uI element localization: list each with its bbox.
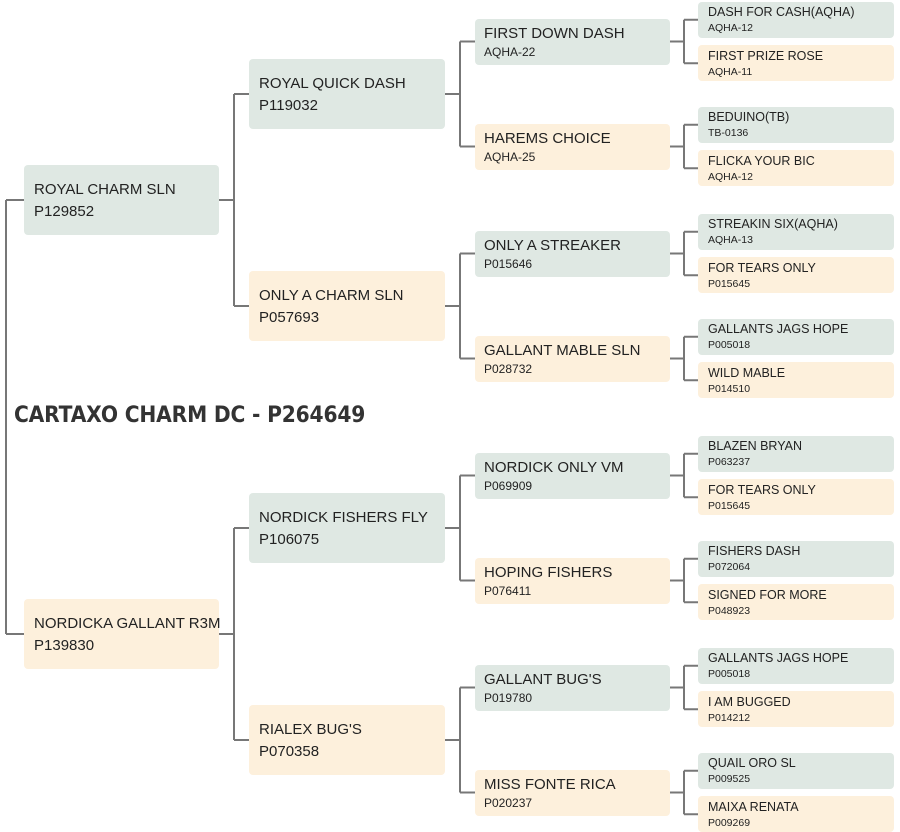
registration-code: P005018 xyxy=(708,668,751,681)
pedigree-node-dam-dam-dam-dam: MAIXA RENATA P009269 xyxy=(698,796,894,832)
horse-name: FLICKA YOUR BIC xyxy=(708,153,815,168)
horse-name: WILD MABLE xyxy=(708,365,786,380)
registration-code: P015645 xyxy=(708,499,751,512)
pedigree-node-dam-sire-sire-sire: BLAZEN BRYAN P063237 xyxy=(698,435,894,472)
registration-code: P019780 xyxy=(484,690,533,705)
horse-name: SIGNED FOR MORE xyxy=(708,587,827,602)
pedigree-node-sire-sire-sire: FIRST DOWN DASH AQHA-22 xyxy=(475,18,670,65)
pedigree-node-dam-sire: NORDICK FISHERS FLY P106075 xyxy=(249,493,445,563)
registration-code: P057693 xyxy=(259,308,320,326)
horse-name: GALLANT MABLE SLN xyxy=(484,341,641,359)
pedigree-node-dam-dam-dam: MISS FONTE RICA P020237 xyxy=(475,769,670,816)
pedigree-node-sire-dam-dam-sire: GALLANTS JAGS HOPE P005018 xyxy=(698,318,894,355)
horse-name: QUAIL ORO SL xyxy=(708,756,796,771)
pedigree-node-dam: NORDICKA GALLANT R3M P139830 xyxy=(24,599,221,669)
pedigree-node-sire: ROYAL CHARM SLN P129852 xyxy=(24,165,219,235)
pedigree-node-dam-dam-sire-dam: I AM BUGGED P014212 xyxy=(698,691,894,728)
horse-name: NORDICK FISHERS FLY xyxy=(259,508,428,526)
pedigree-node-dam-sire-dam-sire: FISHERS DASH P072064 xyxy=(698,540,894,577)
registration-code: P070358 xyxy=(259,742,320,760)
pedigree-node-sire-sire-sire-sire: DASH FOR CASH(AQHA) AQHA-12 xyxy=(698,1,894,38)
horse-name: BLAZEN BRYAN xyxy=(708,439,803,454)
pedigree-node-sire-dam-sire-sire: STREAKIN SIX(AQHA) AQHA-13 xyxy=(698,213,894,250)
horse-name: FISHERS DASH xyxy=(708,544,801,559)
horse-name: RIALEX BUG'S xyxy=(259,720,362,738)
pedigree-node-dam-dam: RIALEX BUG'S P070358 xyxy=(249,705,445,775)
horse-name: MAIXA RENATA xyxy=(708,799,799,814)
registration-code: P139830 xyxy=(34,636,95,654)
pedigree-node-sire-dam-dam-dam: WILD MABLE P014510 xyxy=(698,362,894,399)
horse-name: STREAKIN SIX(AQHA) xyxy=(708,217,838,232)
registration-code: P014212 xyxy=(708,711,751,724)
pedigree-node-sire-dam: ONLY A CHARM SLN P057693 xyxy=(249,271,445,341)
horse-name: ROYAL QUICK DASH xyxy=(259,74,406,92)
registration-code: P015646 xyxy=(484,256,533,271)
registration-code: P009525 xyxy=(708,773,751,786)
registration-code: P028732 xyxy=(484,361,533,376)
registration-code: AQHA-11 xyxy=(708,65,753,78)
pedigree-node-dam-sire-dam-dam: SIGNED FOR MORE P048923 xyxy=(698,584,894,621)
registration-code: P063237 xyxy=(708,456,751,469)
registration-code: AQHA-22 xyxy=(484,44,536,59)
horse-name: FIRST PRIZE ROSE xyxy=(708,48,824,63)
pedigree-node-sire-sire-dam-sire: BEDUINO(TB) TB-0136 xyxy=(698,106,894,143)
pedigree-node-dam-dam-sire: GALLANT BUG'S P019780 xyxy=(475,664,670,711)
pedigree-node-sire-sire-dam-dam: FLICKA YOUR BIC AQHA-12 xyxy=(698,150,894,187)
horse-name: BEDUINO(TB) xyxy=(708,110,790,125)
pedigree-node-sire-dam-sire-dam: FOR TEARS ONLY P015645 xyxy=(698,257,894,294)
registration-code: P076411 xyxy=(484,583,532,598)
horse-name: FIRST DOWN DASH xyxy=(484,24,625,42)
horse-name: FOR TEARS ONLY xyxy=(708,482,816,497)
horse-name: HAREMS CHOICE xyxy=(484,129,611,147)
pedigree-title: CARTAXO CHARM DC - P264649 xyxy=(14,403,366,428)
horse-name: GALLANTS JAGS HOPE xyxy=(708,651,849,666)
registration-code: AQHA-12 xyxy=(708,170,753,183)
registration-code: AQHA-13 xyxy=(708,234,753,247)
pedigree-node-dam-sire-sire-dam: FOR TEARS ONLY P015645 xyxy=(698,479,894,516)
registration-code: P048923 xyxy=(708,604,751,617)
registration-code: AQHA-12 xyxy=(708,22,753,35)
pedigree-node-sire-dam-sire: ONLY A STREAKER P015646 xyxy=(475,230,670,277)
horse-name: ONLY A STREAKER xyxy=(484,236,621,254)
registration-code: P015645 xyxy=(708,277,751,290)
pedigree-node-dam-sire-sire: NORDICK ONLY VM P069909 xyxy=(475,452,670,499)
registration-code: P072064 xyxy=(708,561,751,574)
horse-name: GALLANTS JAGS HOPE xyxy=(708,322,849,337)
horse-name: NORDICKA GALLANT R3M xyxy=(34,614,221,632)
horse-name: ONLY A CHARM SLN xyxy=(259,286,404,304)
registration-code: P005018 xyxy=(708,339,751,352)
horse-name: I AM BUGGED xyxy=(708,694,791,709)
registration-code: P129852 xyxy=(34,202,95,220)
registration-code: AQHA-25 xyxy=(484,149,536,164)
registration-code: P106075 xyxy=(259,530,320,548)
horse-name: HOPING FISHERS xyxy=(484,563,613,581)
horse-name: GALLANT BUG'S xyxy=(484,670,602,688)
horse-name: NORDICK ONLY VM xyxy=(484,458,624,476)
horse-name: DASH FOR CASH(AQHA) xyxy=(708,5,855,20)
registration-code: P020237 xyxy=(484,795,533,810)
pedigree-node-sire-sire: ROYAL QUICK DASH P119032 xyxy=(249,59,445,129)
pedigree-node-sire-dam-dam: GALLANT MABLE SLN P028732 xyxy=(475,335,670,382)
registration-code: P014510 xyxy=(708,382,751,395)
pedigree-node-dam-dam-sire-sire: GALLANTS JAGS HOPE P005018 xyxy=(698,647,894,684)
horse-name: ROYAL CHARM SLN xyxy=(34,180,176,198)
pedigree-node-dam-sire-dam: HOPING FISHERS P076411 xyxy=(475,557,670,604)
pedigree-node-sire-sire-dam: HAREMS CHOICE AQHA-25 xyxy=(475,123,670,170)
registration-code: P009269 xyxy=(708,816,751,829)
horse-name: MISS FONTE RICA xyxy=(484,775,616,793)
registration-code: P069909 xyxy=(484,478,533,493)
pedigree-node-dam-dam-dam-sire: QUAIL ORO SL P009525 xyxy=(698,752,894,789)
registration-code: TB-0136 xyxy=(708,127,749,140)
horse-name: FOR TEARS ONLY xyxy=(708,260,816,275)
pedigree-node-sire-sire-sire-dam: FIRST PRIZE ROSE AQHA-11 xyxy=(698,45,894,82)
registration-code: P119032 xyxy=(259,96,318,114)
